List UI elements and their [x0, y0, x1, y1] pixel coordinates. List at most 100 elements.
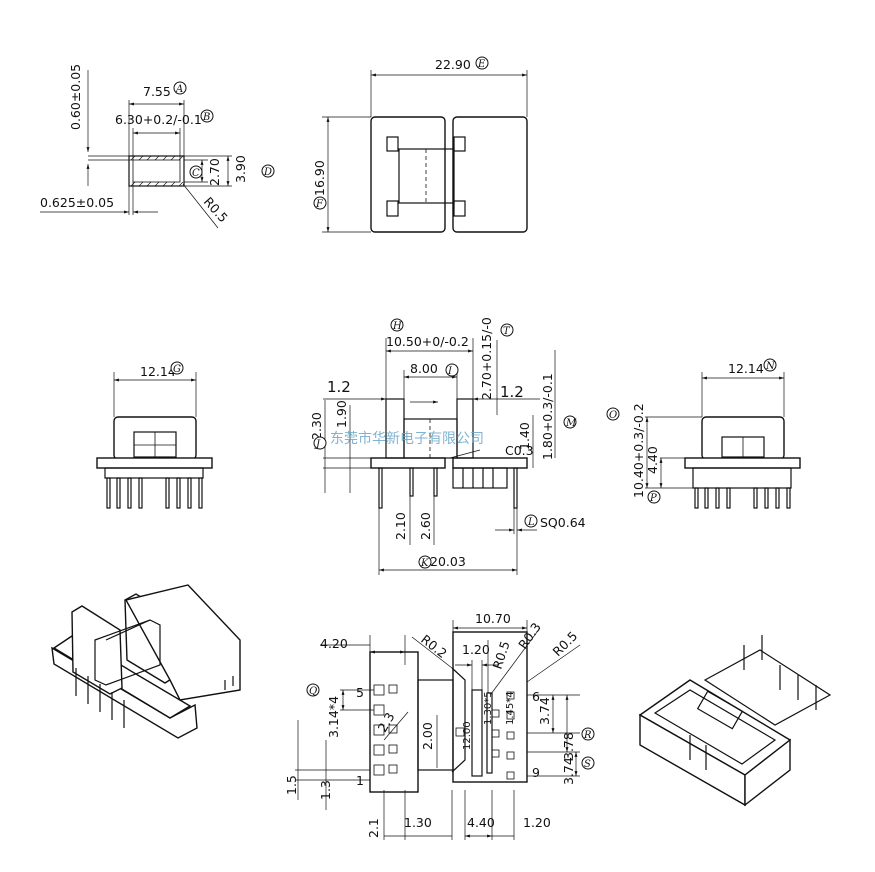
dim-4-40b: 4.40 [467, 815, 495, 830]
dim-4-40a: 4.40 [645, 446, 660, 474]
dim-12-14g: 12.14 [140, 364, 176, 379]
dim-1-40: 1.40 [517, 422, 532, 450]
dim-3-14: 3.14*4 [326, 696, 341, 738]
svg-text:B: B [202, 112, 210, 123]
svg-text:A: A [175, 84, 183, 95]
dim-r0-2: R0.2 [418, 632, 450, 661]
svg-text:G: G [173, 364, 181, 375]
pin-6: 6 [532, 689, 540, 704]
svg-text:T: T [503, 326, 511, 337]
svg-text:O: O [609, 410, 617, 421]
pin-9: 9 [532, 765, 540, 780]
dim-10-40: 10.40+0.3/-0.2 [631, 403, 646, 498]
tag-i: I [445, 363, 459, 377]
dim-1-80: 1.80+0.3/-0.1 [540, 373, 555, 460]
svg-text:H: H [392, 321, 402, 332]
dim-12-14n: 12.14 [728, 361, 764, 376]
tag-g: G [170, 361, 184, 375]
svg-text:D: D [263, 167, 272, 178]
dim-2-00: 2.00 [420, 722, 435, 750]
dim-12-00: 12.00 [462, 721, 473, 750]
dim-c0-3: C0.3 [505, 443, 534, 458]
dim-3-78: 3.78 [561, 732, 576, 760]
svg-text:L: L [527, 517, 535, 528]
dim-2-70a: 2.70 [207, 158, 222, 186]
view-section: 7.55 6.30+0.2/-0.1 2.70 3.90 0.60±0.05 0… [40, 64, 248, 229]
dim-2-10: 2.10 [393, 512, 408, 540]
dim-6-30: 6.30+0.2/-0.1 [115, 112, 202, 127]
dim-22-90: 22.90 [435, 57, 471, 72]
pin-5: 5 [356, 685, 364, 700]
tag-t: T [500, 323, 514, 337]
dim-1-2-left: 1.2 [327, 378, 351, 396]
view-side-right: 12.14 10.40+0.3/-0.2 4.40 [631, 361, 801, 509]
dim-1-30x5: 1.30*5 [483, 691, 494, 725]
svg-text:M: M [565, 418, 577, 429]
view-iso-right [638, 635, 832, 807]
svg-text:S: S [584, 759, 591, 770]
dim-3-74b: 3.74 [561, 757, 576, 785]
tag-j: J [313, 436, 327, 450]
dim-2-70b: 2.70+0.15/-0 [479, 317, 494, 400]
tag-b: B [200, 109, 214, 123]
dim-0-60: 0.60±0.05 [68, 64, 83, 130]
dim-r0-3: R0.3 [515, 620, 544, 652]
tag-e: E [475, 56, 489, 70]
tag-o: O [606, 407, 620, 421]
dim-1-90: 1.90 [334, 400, 349, 428]
view-top: 22.90 16.90 [312, 57, 528, 233]
view-side-left: 12.14 [96, 364, 213, 509]
svg-text:F: F [315, 199, 324, 210]
dim-1-20a: 1.20 [462, 642, 490, 657]
dim-r0-5c: R0.5 [550, 628, 581, 659]
dim-10-70: 10.70 [475, 611, 511, 626]
dim-sq0-64: SQ0.64 [540, 515, 586, 530]
dim-1-3: 1.3 [318, 780, 333, 800]
dim-1-20b: 1.20 [523, 815, 551, 830]
dim-16-90: 16.90 [312, 160, 327, 196]
svg-text:C: C [192, 168, 200, 179]
reference-tags: A B C D E F G H T I J M L K N O P Q R S [170, 56, 777, 770]
dim-1-5: 1.5 [284, 775, 299, 795]
tag-a: A [173, 81, 187, 95]
tag-c: C [189, 165, 203, 179]
tag-s: S [581, 756, 595, 770]
svg-text:P: P [649, 493, 657, 504]
svg-text:K: K [420, 558, 429, 569]
dim-2-60: 2.60 [418, 512, 433, 540]
svg-text:I: I [447, 366, 453, 377]
tag-n: N [763, 358, 777, 372]
dim-8-00: 8.00 [410, 361, 438, 376]
tag-k: K [418, 555, 432, 569]
dim-1-45x4: 1.45*4 [505, 691, 516, 725]
dim-4-20: 4.20 [320, 636, 348, 651]
svg-text:Q: Q [309, 686, 317, 697]
svg-text:J: J [314, 439, 321, 450]
view-front: 10.50+0/-0.2 8.00 1.2 1.2 2.70+0.15/-0 1… [309, 317, 586, 575]
company-watermark: 东莞市华新电子有限公司 [330, 430, 484, 447]
dim-7-55: 7.55 [143, 84, 171, 99]
view-iso-left [51, 584, 241, 739]
dim-20-03: 20.03 [430, 554, 466, 569]
pin-1: 1 [356, 773, 364, 788]
tag-f: F [313, 196, 327, 210]
dim-2-1: 2.1 [366, 818, 381, 838]
dim-1-2-right: 1.2 [500, 383, 524, 401]
tag-h: H [390, 318, 404, 332]
dim-2-30: 2.30 [309, 412, 324, 440]
tag-d: D [261, 164, 275, 178]
dim-3-90: 3.90 [233, 155, 248, 183]
dim-1-30: 1.30 [404, 815, 432, 830]
svg-text:E: E [477, 59, 486, 70]
svg-text:N: N [765, 361, 776, 372]
dim-r0-5a: R0.5 [201, 194, 231, 225]
tag-r: R [581, 727, 595, 741]
view-bottom: 5 1 6 9 4.20 10.70 1.20 R0.2 R0.5 R0.3 R… [284, 611, 580, 840]
tag-l: L [524, 514, 538, 528]
dim-3-74a: 3.74 [537, 697, 552, 725]
tag-q: Q [306, 683, 320, 697]
dim-0-625: 0.625±0.05 [40, 195, 114, 210]
svg-text:R: R [583, 730, 592, 741]
dim-10-50: 10.50+0/-0.2 [386, 334, 469, 349]
